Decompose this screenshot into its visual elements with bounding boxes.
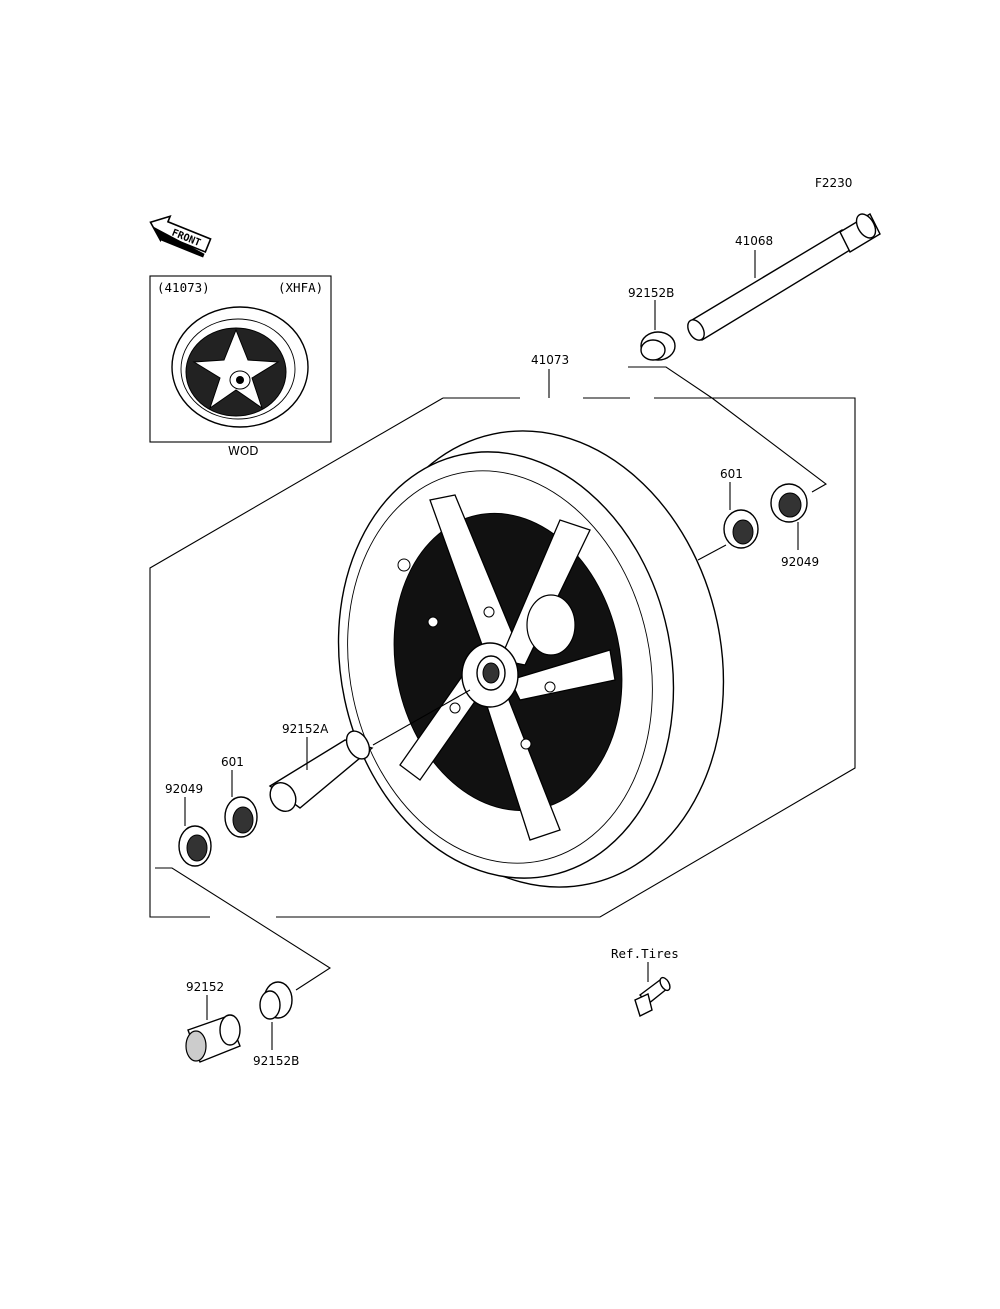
diagram-code: F2230 [815,176,852,190]
label-collar-bottom-left: 92152 [186,980,224,994]
hub-collar-icon [268,730,374,813]
bearing-right-axis [697,544,727,561]
seal-to-collar-leader [155,867,332,991]
inset-part-ref: (41073) [157,280,210,295]
axle-icon [687,213,881,341]
seal-left-icon [178,825,212,867]
label-valve-ref: Ref.Tires [611,946,679,961]
label-seal-right: 92049 [781,555,819,569]
seal-right-icon [770,483,808,523]
inset-box: (41073) (XHFA) WOD [149,275,332,458]
inset-wheel-icon [171,306,309,428]
label-collar-top: 92152B [628,286,674,300]
collar-bottom-left-icon [185,1014,241,1063]
label-bearing-left: 601 [221,755,244,769]
label-hub-collar: 92152A [282,722,329,736]
assembly-outline [149,397,856,918]
wheel-rim [337,430,725,888]
valve-icon [634,976,671,1017]
inset-color-code: WOD [228,444,259,458]
label-wheel: 41073 [531,353,569,367]
bearing-left-icon [224,796,258,838]
collar-bottom-right-icon [259,981,293,1020]
seal-right-leader [711,397,827,493]
collar-to-seal-leader [628,366,713,399]
front-arrow-icon: FRONT [149,214,212,258]
label-collar-bottom-right: 92152B [253,1054,299,1068]
inset-model-code: (XHFA) [278,280,323,295]
collar-top-icon [640,331,676,361]
label-axle: 41068 [735,234,773,248]
label-bearing-right: 601 [720,467,743,481]
label-seal-left: 92049 [165,782,203,796]
bearing-right-icon [723,509,759,549]
hub-axis-line [372,689,471,746]
